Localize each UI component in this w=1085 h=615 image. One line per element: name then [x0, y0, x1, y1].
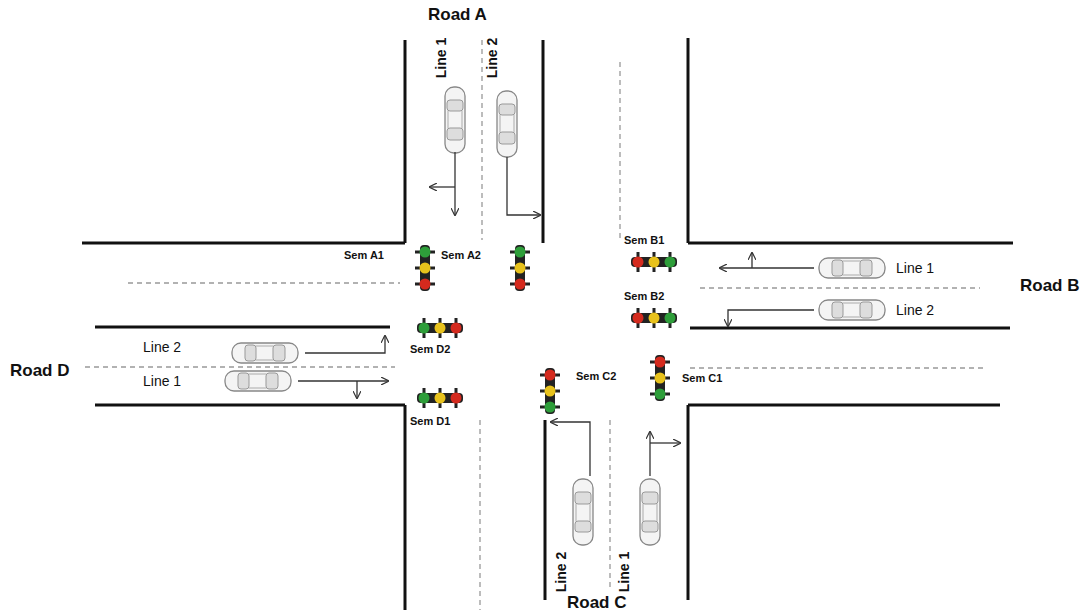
road-name: Road D: [10, 362, 70, 379]
road-name: Road C: [567, 594, 627, 611]
semaphore-label: Sem C2: [576, 371, 616, 382]
lane-label: Line 2: [896, 303, 934, 317]
road-name: Road B: [1020, 277, 1080, 294]
semaphore-label: Sem A2: [441, 250, 481, 261]
semaphore-label: Sem B1: [624, 235, 664, 246]
lane-label: Line 1: [434, 36, 448, 80]
semaphore-label: Sem D1: [410, 416, 450, 427]
lane-label: Line 1: [143, 374, 181, 388]
lane-label: Line 1: [617, 550, 631, 594]
lane-label: Line 1: [896, 261, 934, 275]
lane-label: Line 2: [143, 340, 181, 354]
semaphore-label: Sem C1: [682, 373, 722, 384]
semaphore-label: Sem A1: [344, 250, 384, 261]
semaphore-label: Sem B2: [624, 291, 664, 302]
traffic-lights: [415, 245, 677, 414]
lane-label: Line 2: [554, 550, 568, 594]
lane-label: Line 2: [485, 36, 499, 80]
semaphore-label: Sem D2: [410, 344, 450, 355]
road-name: Road A: [428, 6, 487, 23]
